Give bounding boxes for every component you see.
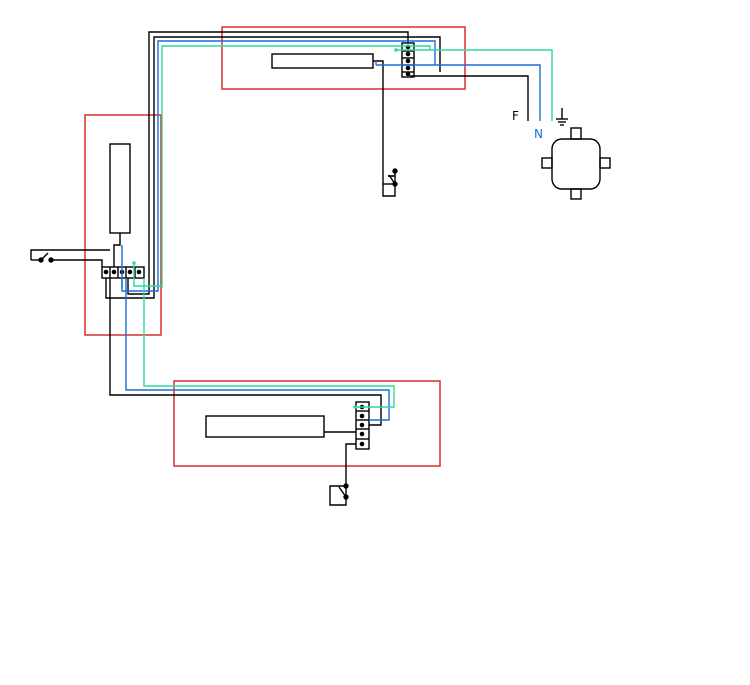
switch-symbol-bottom (338, 483, 349, 500)
lamp-tube-top (271, 53, 374, 69)
earth-markers (132, 48, 398, 409)
neutral-wires (121, 40, 541, 421)
switch-symbol-top (383, 168, 398, 187)
ground-symbol (556, 108, 568, 126)
enclosure-top (221, 26, 466, 90)
lamp-tube-bottom (205, 415, 325, 438)
lamp-tube-left (109, 143, 131, 234)
enclosure-left (84, 114, 162, 336)
label-neutral: N (534, 127, 543, 141)
terminal-block-symbol-bottom (355, 401, 370, 450)
switch-symbol-left (31, 252, 54, 263)
label-phase: F (512, 109, 519, 123)
phase-wires (30, 31, 529, 506)
terminal-block-symbol-top (401, 42, 415, 78)
enclosure-bottom (173, 380, 441, 467)
junction-box-symbol (541, 127, 611, 200)
earth-wires (133, 45, 553, 408)
terminal-block-symbol-left (101, 266, 145, 279)
